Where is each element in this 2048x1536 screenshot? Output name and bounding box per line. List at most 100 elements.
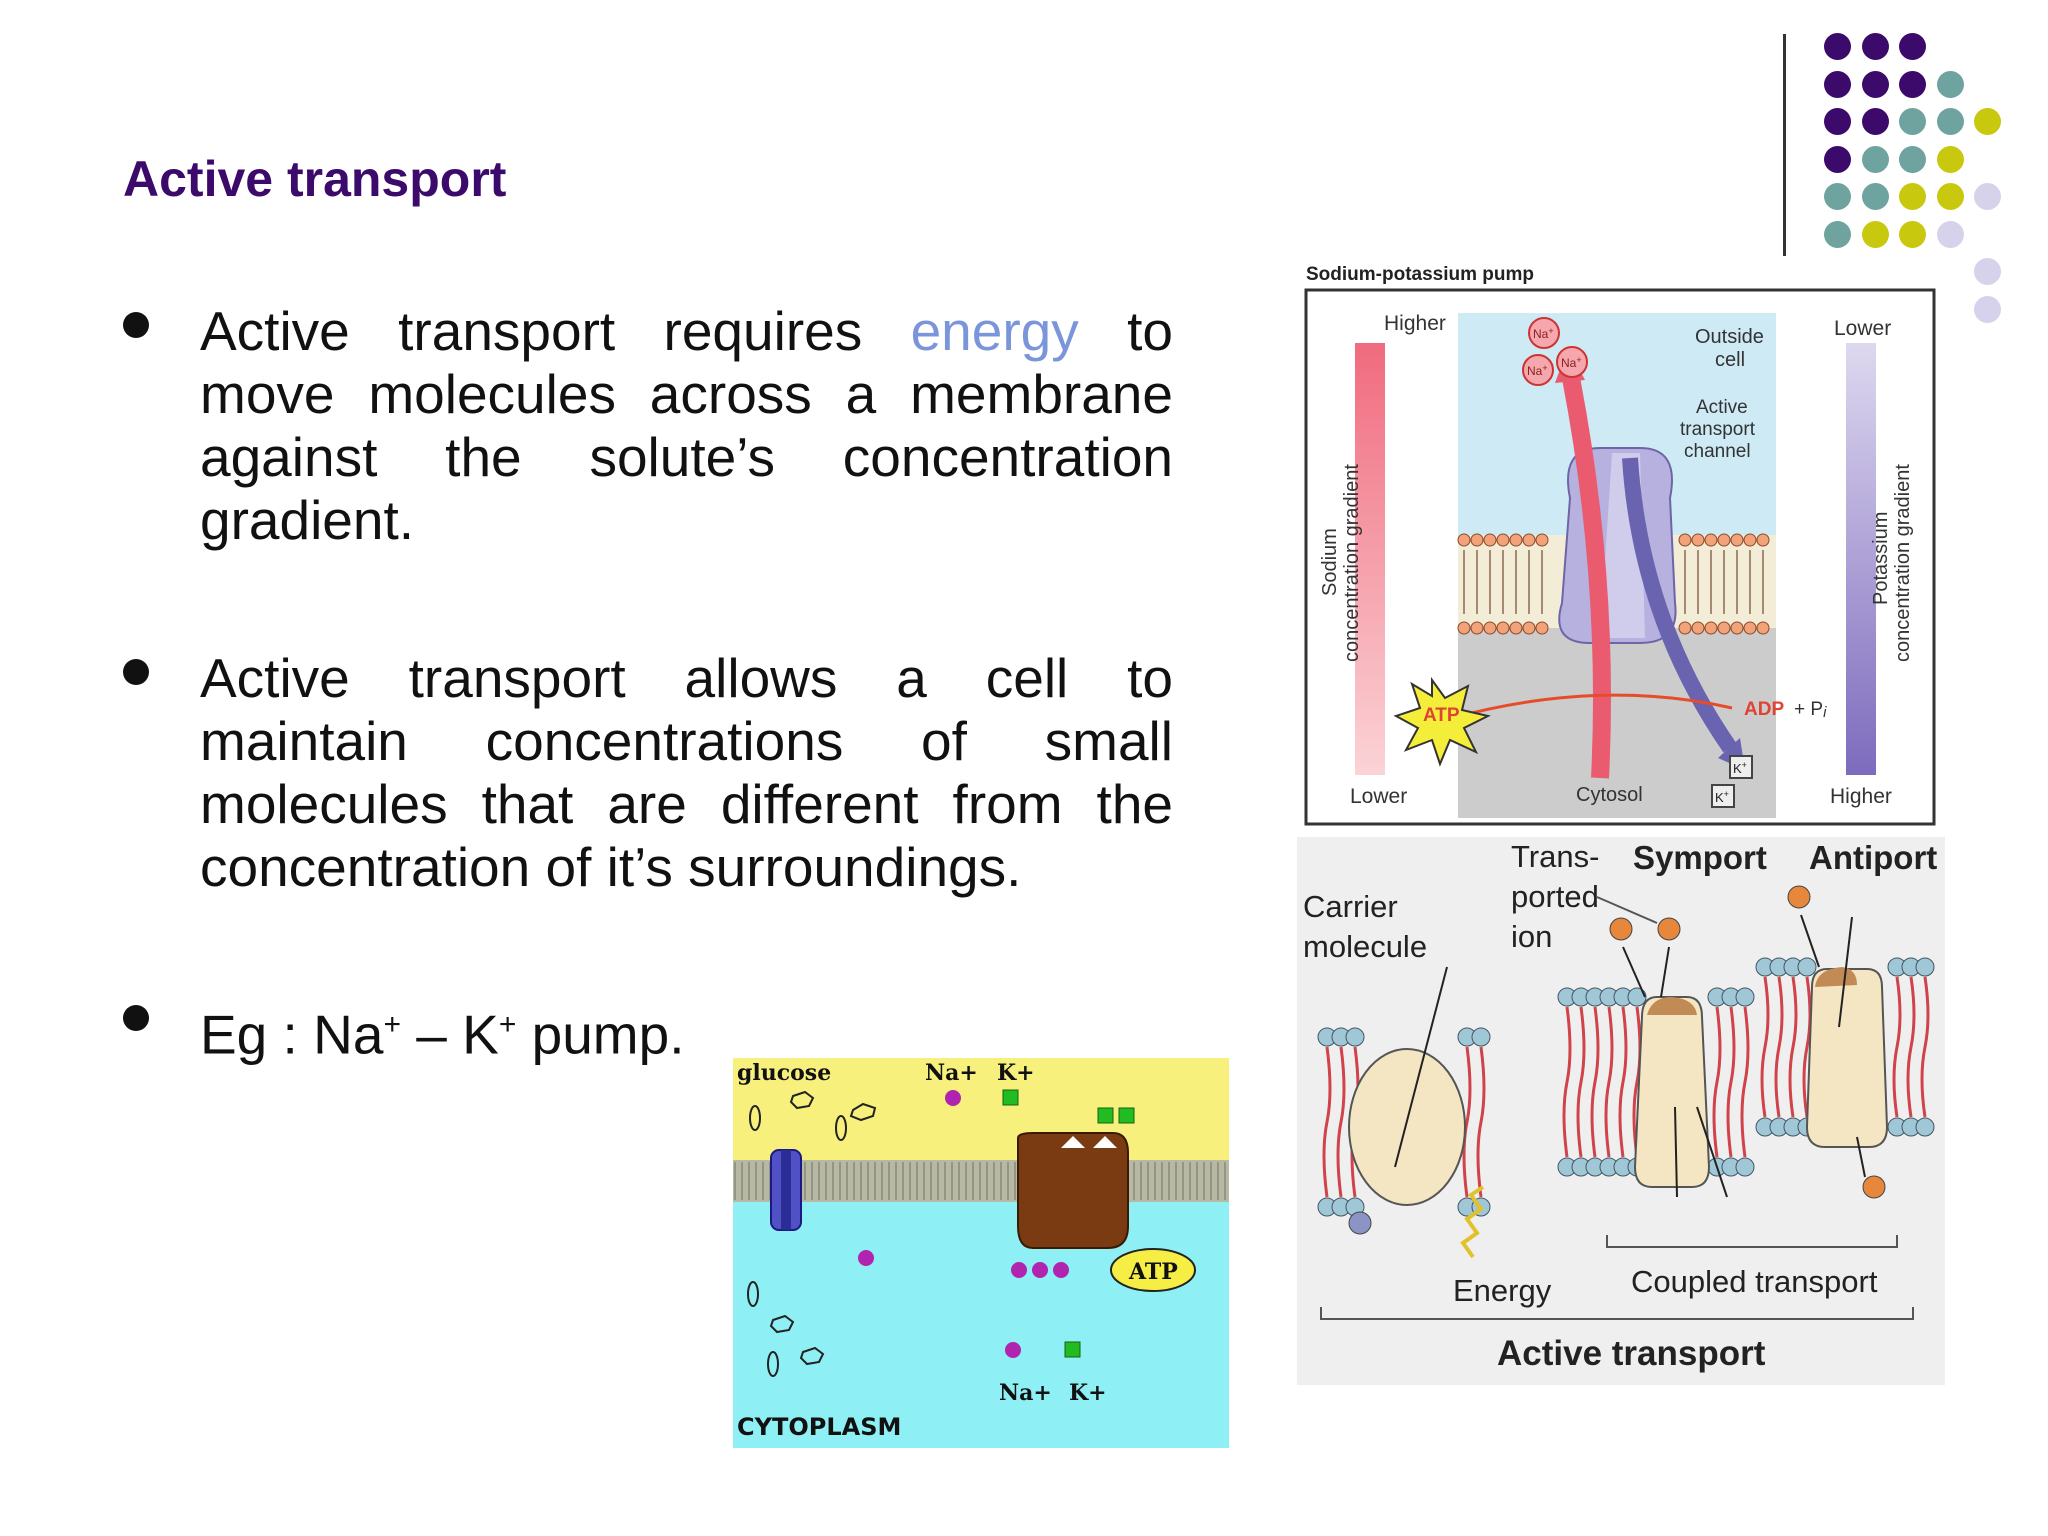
phosphate-label: + Pi <box>1794 699 1827 721</box>
potassium-ion: K+ <box>1711 784 1735 808</box>
lipid-heads <box>1457 533 1770 635</box>
outside-cell-label-2: cell <box>1715 349 1745 371</box>
decorative-dot <box>1899 70 1926 98</box>
glucose-channel-pore <box>781 1150 791 1230</box>
na-label-bottom: Na+ <box>999 1380 1052 1406</box>
sodium-ion <box>1032 1262 1048 1278</box>
ion-pointer-line <box>1596 896 1658 924</box>
lipid-tail <box>1774 976 1784 1118</box>
decorative-dot <box>1824 145 1851 173</box>
lipid-head <box>1717 533 1731 547</box>
atp-oval <box>1110 1248 1196 1292</box>
decorative-dot <box>1974 295 2001 323</box>
decorative-dot <box>1861 220 1889 248</box>
decorative-dot <box>1936 70 1964 98</box>
na-label-top: Na+ <box>925 1060 978 1086</box>
lipid-head <box>1915 957 1935 977</box>
cytoplasm-region <box>733 1202 1229 1448</box>
transported-ion-label-3: ion <box>1511 919 1552 954</box>
sodium-ion <box>1053 1262 1069 1278</box>
sodium-ion <box>1005 1342 1021 1358</box>
energy-squiggle <box>1460 1185 1485 1259</box>
channel-label-3: channel <box>1684 441 1751 462</box>
lipid-tail <box>1632 1006 1642 1158</box>
lipid-tail <box>1760 976 1770 1118</box>
decorative-dot <box>1936 183 1964 210</box>
decorative-dot <box>1861 33 1889 60</box>
transported-ion <box>1862 1175 1886 1199</box>
decorative-dot <box>1974 183 2001 210</box>
svg-text:Na+: Na+ <box>1533 326 1554 341</box>
lipid-head <box>1522 621 1536 635</box>
potassium-ion <box>1002 1089 1019 1106</box>
slide-title: Active transport <box>123 151 507 207</box>
lipid-head <box>1691 533 1705 547</box>
sodium-ion: Na+ <box>1528 317 1560 349</box>
symport-binding-site <box>1647 997 1697 1015</box>
divider-line <box>1783 34 1786 256</box>
atp-hydrolysis-arrow <box>1451 693 1733 720</box>
lipid-head <box>1915 1117 1935 1137</box>
antiport-protein <box>1805 968 1889 1148</box>
lipid-head <box>1496 533 1510 547</box>
extracellular-region <box>733 1058 1229 1160</box>
decorative-dot <box>1899 108 1926 135</box>
sodium-ion: Na+ <box>1556 346 1588 378</box>
transport-arrows <box>1394 914 1866 1198</box>
carrier-protein <box>1348 1048 1466 1206</box>
decorative-dot <box>1899 220 1926 248</box>
bullet-energy-requirement: Active transport requires energy to move… <box>123 300 1173 552</box>
bullet-concentrations: Active transport allows a cell to mainta… <box>123 647 1173 899</box>
energy-highlight: energy <box>910 300 1079 362</box>
lipid-head <box>1535 533 1549 547</box>
decorative-dot <box>1824 183 1851 210</box>
bullet-text: Eg : Na+ – K+ pump. <box>200 1003 685 1066</box>
lipid-head <box>1627 987 1647 1007</box>
membrane-bilayer <box>733 1160 1229 1202</box>
bullet-dot <box>123 1005 149 1031</box>
lipid-head <box>1509 621 1523 635</box>
cytoplasm-label: CYTOPLASM <box>737 1413 901 1441</box>
sodium-higher-label: Higher <box>1384 312 1446 335</box>
pump-binding-site <box>1061 1136 1085 1148</box>
sodium-axis-label-1: Sodium <box>1319 528 1341 596</box>
lipid-head <box>1704 621 1718 635</box>
sodium-ion: Na+ <box>1522 354 1554 386</box>
potassium-gradient-bar <box>1846 343 1876 775</box>
sodium-potassium-pump <box>1017 1132 1129 1249</box>
outside-cell-label-1: Outside <box>1695 326 1764 348</box>
transported-ion <box>1609 917 1633 941</box>
potassium-lower-label: Lower <box>1834 317 1891 340</box>
decorative-dot <box>1899 145 1926 173</box>
sodium-lower-label: Lower <box>1350 785 1407 808</box>
potassium-axis-label-2: concentration gradient <box>1892 464 1914 662</box>
k-label-bottom: K+ <box>1069 1380 1107 1406</box>
cytosol-label: Cytosol <box>1576 784 1643 806</box>
lipid-tail <box>1590 1006 1600 1158</box>
potassium-ion <box>1118 1107 1135 1124</box>
symport-label: Symport <box>1633 839 1767 876</box>
svg-text:Na+: Na+ <box>1527 363 1548 378</box>
lipid-head <box>1756 533 1770 547</box>
lipid-tail <box>1788 976 1798 1118</box>
membrane-lipids <box>1317 957 1935 1217</box>
adp-label: ADP <box>1744 699 1784 720</box>
potassium-arrow <box>1622 457 1737 753</box>
active-transport-label: Active transport <box>1497 1334 1766 1373</box>
bullet-dot <box>123 659 149 685</box>
lipid-head <box>1756 621 1770 635</box>
decorative-dot <box>1824 70 1851 98</box>
lipid-tail <box>1562 1006 1572 1158</box>
coupled-transport-label: Coupled transport <box>1631 1264 1878 1299</box>
decorative-dot <box>1974 258 2001 285</box>
sodium-arrow <box>1561 371 1611 779</box>
sodium-axis-label-2: concentration gradient <box>1341 464 1363 662</box>
atp-label: ATP <box>1128 1259 1178 1285</box>
transported-ion <box>1657 917 1681 941</box>
atp-label: ATP <box>1423 705 1460 726</box>
lipid-head <box>1717 621 1731 635</box>
decorative-dot <box>1861 70 1889 98</box>
carrier-transport-figure: Carrier molecule Trans- ported ion Sympo… <box>1297 837 1945 1385</box>
lipid-tail <box>1336 1046 1346 1198</box>
bullet-dot <box>123 312 149 338</box>
